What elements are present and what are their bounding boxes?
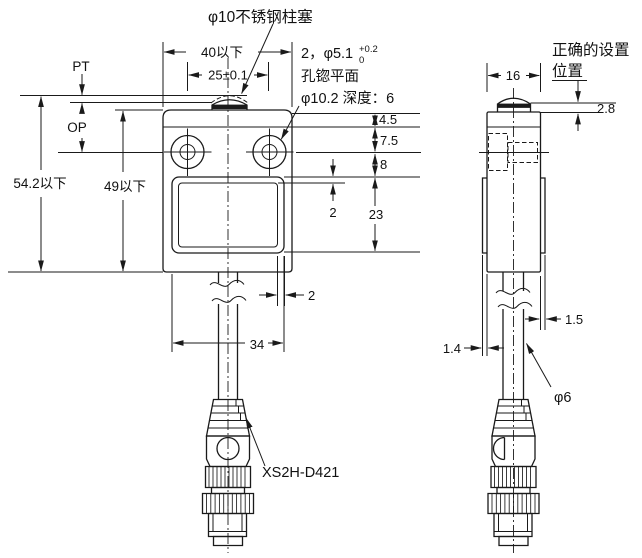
front-cable — [209, 272, 247, 399]
dim-boot-left: 1.4 — [443, 341, 461, 356]
dim-23: 23 — [369, 207, 383, 222]
dim-plunger-protrusion: 2.8 — [597, 101, 615, 116]
dim-7-5: 7.5 — [380, 133, 398, 148]
dim-boot-right: 1.5 — [565, 312, 583, 327]
front-mounting-holes — [164, 128, 294, 176]
dim-pt: PT — [72, 59, 89, 74]
dim-cable-diameter: φ6 — [554, 390, 571, 406]
dim-side-width: 16 — [506, 68, 520, 83]
hole-note-line1: 2，φ5.1 — [301, 46, 353, 62]
setting-note-line2: 位置 — [552, 62, 583, 80]
side-view — [464, 63, 616, 553]
dim-body-height: 49以下 — [104, 179, 146, 194]
front-plunger — [210, 95, 249, 111]
dim-4-5: 4.5 — [379, 112, 397, 127]
hole-note-tolerance-upper: +0.2 — [359, 44, 378, 55]
dim-boot-width: 34 — [250, 337, 264, 352]
dim-body-width: 40以下 — [201, 45, 243, 60]
hole-note-line2: 孔锪平面 — [301, 68, 359, 85]
dim-border-top: 2 — [329, 205, 336, 220]
side-connector — [487, 398, 540, 547]
dim-hole-pitch: 25±0.1 — [208, 68, 248, 83]
connector-window-halfcircle — [492, 436, 506, 461]
connector-model-label: XS2H-D421 — [262, 465, 339, 481]
dim-border-right: 2 — [308, 288, 315, 303]
connector-window-circle — [216, 436, 240, 461]
hole-note-tolerance-lower: 0 — [359, 55, 364, 66]
front-connector — [201, 398, 255, 547]
dim-op: OP — [67, 120, 87, 135]
side-body — [479, 111, 549, 273]
front-right-dimensions — [278, 113, 421, 253]
plunger-note: φ10不锈钢柱塞 — [208, 8, 313, 26]
front-left-dimensions — [8, 74, 247, 273]
setting-note-line1: 正确的设置 — [552, 41, 630, 59]
front-view — [8, 23, 421, 553]
hole-note-line3: φ10.2 深度：6 — [301, 90, 394, 107]
dim-8: 8 — [380, 157, 387, 172]
dim-total-height: 54.2以下 — [13, 176, 66, 191]
front-recess — [171, 176, 285, 254]
front-leader-lines — [241, 23, 300, 467]
side-dimensions — [464, 63, 616, 388]
front-top-dimensions — [162, 42, 293, 107]
front-body — [162, 109, 293, 273]
side-cable — [495, 272, 533, 399]
front-bottom-dimensions — [171, 256, 304, 352]
side-plunger — [496, 97, 532, 112]
